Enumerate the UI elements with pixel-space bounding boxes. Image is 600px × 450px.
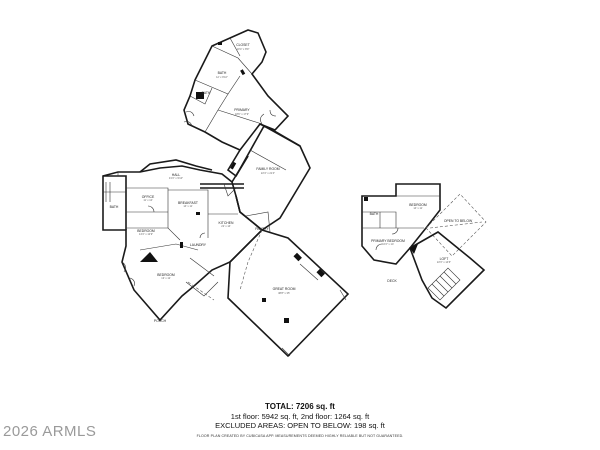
stair (427, 267, 461, 301)
svg-text:OFFICE: OFFICE (142, 195, 155, 199)
svg-text:22'3" x 14'6": 22'3" x 14'6" (437, 260, 451, 264)
svg-text:LAUNDRY: LAUNDRY (190, 243, 207, 247)
watermark: 2026 ARMLS (3, 423, 97, 440)
svg-text:11' x 10': 11' x 10' (143, 198, 153, 202)
svg-text:PRIMARY: PRIMARY (234, 108, 250, 112)
total-area: TOTAL: 7206 sq. ft (265, 402, 335, 411)
great-room: GREAT ROOM 38'8" x 35' (227, 229, 350, 358)
svg-text:PANTRY: PANTRY (255, 227, 269, 231)
svg-text:GREAT ROOM: GREAT ROOM (273, 287, 296, 291)
svg-text:CLOSET: CLOSET (236, 43, 250, 47)
svg-text:14' x 11': 14' x 11' (413, 206, 423, 210)
svg-text:22'4" x 21'4": 22'4" x 21'4" (261, 171, 275, 175)
svg-text:16'2" x 14': 16'2" x 14' (382, 242, 394, 246)
svg-text:22' x 14': 22' x 14' (221, 224, 231, 228)
svg-text:PORCH: PORCH (154, 319, 167, 323)
svg-text:DECK: DECK (387, 279, 397, 283)
svg-text:KITCHEN: KITCHEN (219, 221, 234, 225)
svg-text:10'4" x 8'9": 10'4" x 8'9" (237, 47, 250, 51)
svg-text:OPEN TO BELOW: OPEN TO BELOW (444, 219, 473, 223)
svg-text:LOFT: LOFT (440, 257, 449, 261)
svg-text:FAMILY ROOM: FAMILY ROOM (256, 167, 279, 171)
svg-text:BEDROOM: BEDROOM (157, 273, 175, 277)
svg-text:BATH: BATH (370, 212, 379, 216)
svg-text:13' x 12': 13' x 12' (161, 276, 171, 280)
svg-text:BATH: BATH (110, 205, 119, 209)
svg-text:HALL: HALL (172, 173, 181, 177)
svg-text:14'4" x 12'9": 14'4" x 12'9" (139, 232, 153, 236)
svg-text:38'8" x 35': 38'8" x 35' (278, 291, 290, 295)
svg-text:BATH: BATH (218, 71, 227, 75)
svg-text:BREAKFAST: BREAKFAST (178, 201, 198, 205)
master-wing: CLOSET 10'4" x 8'9" BATH 12' x 9'10" BAT… (183, 29, 290, 151)
svg-text:31'3" x 9'10": 31'3" x 9'10" (169, 176, 183, 180)
second-floor-plan: BEDROOM 14' x 11' BATH PRIMARY BEDROOM 1… (361, 183, 487, 310)
svg-text:18'6" x 17'9": 18'6" x 17'9" (235, 112, 249, 116)
svg-text:BEDROOM: BEDROOM (409, 203, 427, 207)
first-floor-plan: CLOSET 10'4" x 8'9" BATH 12' x 9'10" BAT… (102, 29, 350, 358)
svg-text:14' x 11': 14' x 11' (183, 204, 193, 208)
svg-text:PRIMARY BEDROOM: PRIMARY BEDROOM (371, 239, 405, 243)
svg-text:12' x 9'10": 12' x 9'10" (216, 75, 228, 79)
main-block: HALL 31'3" x 9'10" OFFICE 11' x 10' BREA… (102, 159, 271, 323)
svg-text:BEDROOM: BEDROOM (137, 229, 155, 233)
excluded-areas: EXCLUDED AREAS: OPEN TO BELOW: 198 sq. f… (215, 421, 385, 430)
floor-areas: 1st floor: 5942 sq. ft, 2nd floor: 1264 … (230, 412, 370, 421)
disclaimer-credit: FLOOR PLAN CREATED BY CUBICASA APP. MEAS… (196, 434, 404, 438)
svg-text:BATH: BATH (202, 91, 211, 95)
